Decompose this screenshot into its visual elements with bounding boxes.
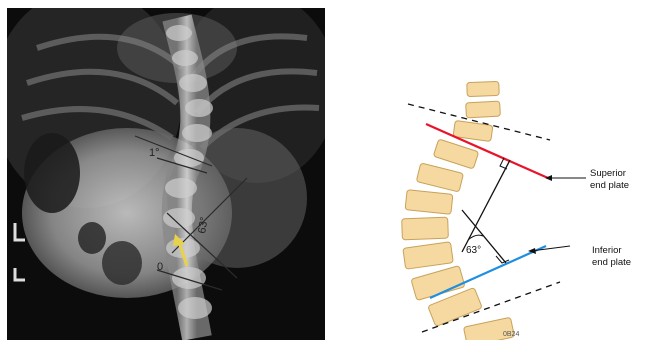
spine-xray-image: 1° 63° 0 [7,8,325,340]
xray-svg: 1° 63° 0 [7,8,325,340]
bowel-gas-mid [78,222,106,254]
inferior-label-line1: Inferior [592,245,622,256]
diagram-svg: 63° Superior end plate Inferior end plat… [380,70,656,340]
spine-column [177,18,197,338]
cobb-angle-label: 63° [466,245,481,256]
xray-annotation-1: 1° [149,147,160,159]
bowel-gas-lower [102,241,142,285]
superior-pointer-arrowhead [545,175,552,181]
vertebra-marking: 0B24 [503,331,519,338]
inferior-label-line2: end plate [592,257,631,268]
cobb-angle-diagram: 63° Superior end plate Inferior end plat… [380,70,656,340]
xray-annotation-0: 0 [157,261,163,273]
inferior-pointer-line [531,246,570,251]
superior-label-line1: Superior [590,168,626,179]
superior-label-line2: end plate [590,180,629,191]
bowel-gas-left [24,133,80,213]
vertebrae-stack [402,81,515,340]
